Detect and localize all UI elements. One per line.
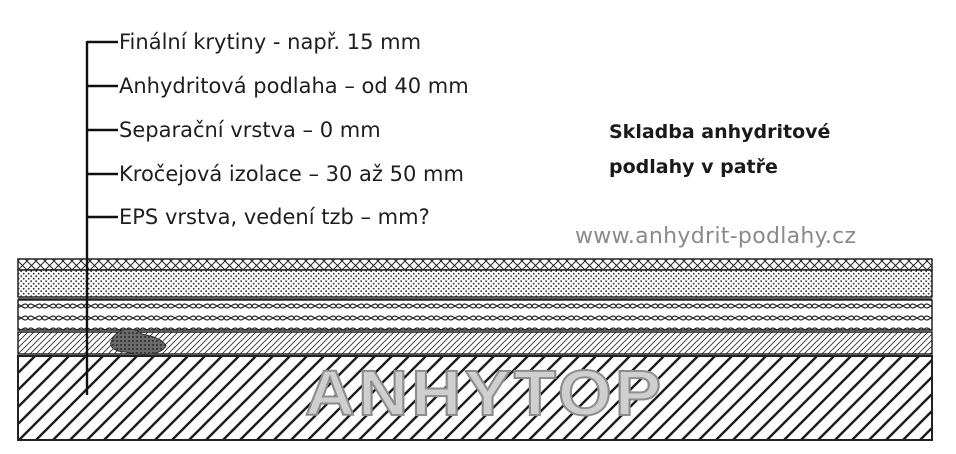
layer-label-anhydrite-screed: Anhydritová podlaha – od 40 mm bbox=[119, 74, 469, 98]
diagram-title-line-1: Skladba anhydritové bbox=[609, 121, 831, 143]
website-url: www.anhydrit-podlahy.cz bbox=[575, 224, 857, 249]
leader-lines bbox=[85, 40, 118, 395]
layer-concrete-base bbox=[17, 355, 933, 441]
layer-label-acoustic-insulation: Kročejová izolace – 30 až 50 mm bbox=[119, 162, 464, 186]
layer-eps bbox=[17, 328, 933, 355]
layer-label-separation: Separační vrstva – 0 mm bbox=[119, 118, 381, 142]
utility-pipe-blob bbox=[110, 328, 167, 355]
layer-final-floor bbox=[17, 258, 933, 271]
layer-acoustic-insulation bbox=[17, 299, 933, 331]
layer-label-final-floor: Finální krytiny - např. 15 mm bbox=[119, 30, 422, 54]
diagram-title-line-2: podlahy v patře bbox=[609, 156, 778, 178]
anhytop-watermark: ANHYTOP bbox=[304, 356, 665, 430]
layer-anhydrite-screed bbox=[17, 269, 933, 298]
layer-label-eps: EPS vrstva, vedení tzb – mm? bbox=[119, 205, 430, 229]
